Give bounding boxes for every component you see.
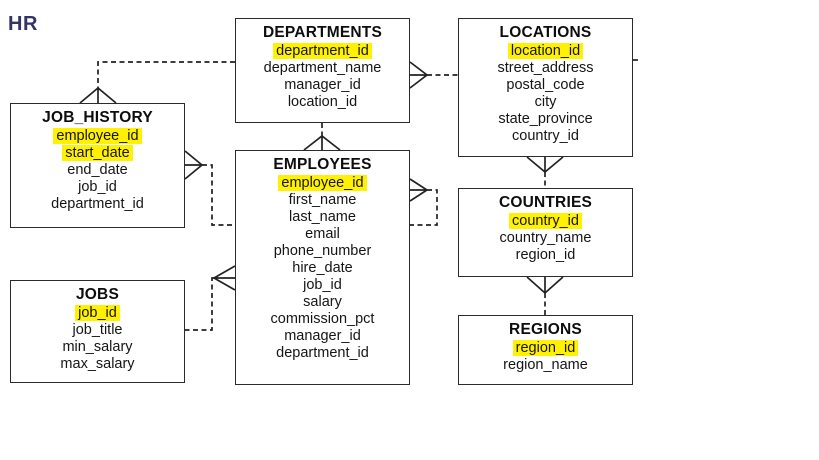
column-employee_id: employee_id <box>236 175 409 192</box>
rel-locations-departments <box>409 61 458 89</box>
column-max_salary: max_salary <box>60 356 135 372</box>
column-end_date: end_date <box>67 162 128 178</box>
rel-employees-job-history <box>184 150 235 226</box>
column-first_name: first_name <box>288 192 357 208</box>
rel-departments-employees <box>303 123 341 151</box>
highlighted-key-column: employee_id <box>53 128 142 144</box>
column-location_id: location_id <box>287 94 358 110</box>
rel-employees-manager-self <box>409 178 438 226</box>
crow-foot-icon <box>184 150 204 180</box>
column-employee_id: employee_id <box>11 128 184 145</box>
highlighted-key-column: job_id <box>75 305 120 321</box>
crow-foot-icon <box>409 61 429 89</box>
column-manager_id: manager_id <box>284 77 361 93</box>
column-manager_id: manager_id <box>284 328 361 344</box>
table-title-employees: EMPLOYEES <box>273 156 372 173</box>
highlighted-key-column: location_id <box>507 43 584 59</box>
rel-countries-locations <box>526 156 564 188</box>
highlighted-key-column: country_id <box>509 213 582 229</box>
rel-jobs-employees <box>185 265 236 331</box>
crow-foot-icon <box>212 265 236 291</box>
column-department_id: department_id <box>276 345 369 361</box>
column-department_id: department_id <box>51 196 144 212</box>
table-title-departments: DEPARTMENTS <box>262 24 383 41</box>
column-department_id: department_id <box>236 43 409 60</box>
column-state_province: state_province <box>498 111 593 127</box>
column-job_id: job_id <box>78 179 117 195</box>
highlighted-key-column: department_id <box>273 43 372 59</box>
highlighted-key-column: employee_id <box>278 175 367 191</box>
table-title-regions: REGIONS <box>509 321 582 338</box>
column-job_title: job_title <box>72 322 123 338</box>
column-min_salary: min_salary <box>62 339 133 355</box>
rel-regions-countries <box>526 276 564 315</box>
column-job_id: job_id <box>11 305 184 322</box>
crow-foot-icon <box>409 178 429 202</box>
highlighted-key-column: region_id <box>512 340 579 356</box>
column-phone_number: phone_number <box>273 243 372 259</box>
crow-foot-icon <box>526 276 564 295</box>
column-country_name: country_name <box>499 230 592 246</box>
column-hire_date: hire_date <box>292 260 353 276</box>
column-start_date: start_date <box>11 145 184 162</box>
table-title-locations: LOCATIONS <box>499 24 592 41</box>
column-country_id: country_id <box>459 213 632 230</box>
schema-label: HR <box>8 13 38 35</box>
column-commission_pct: commission_pct <box>270 311 375 327</box>
table-title-jobs: JOBS <box>75 286 119 303</box>
column-postal_code: postal_code <box>506 77 585 93</box>
column-region_name: region_name <box>503 357 588 373</box>
rel-departments-job-history <box>79 61 235 104</box>
column-location_id: location_id <box>459 43 632 60</box>
crow-foot-icon <box>526 156 564 174</box>
crow-foot-icon <box>303 134 341 151</box>
column-last_name: last_name <box>289 209 356 225</box>
column-email: email <box>305 226 340 242</box>
highlighted-key-column: start_date <box>62 145 133 161</box>
crow-foot-icon <box>79 86 117 104</box>
column-salary: salary <box>303 294 342 310</box>
table-title-countries: COUNTRIES <box>498 194 593 211</box>
column-country_id: country_id <box>512 128 579 144</box>
column-region_id: region_id <box>459 340 632 357</box>
column-city: city <box>534 94 557 110</box>
column-department_name: department_name <box>263 60 382 76</box>
table-title-job_history: JOB_HISTORY <box>42 109 153 126</box>
column-street_address: street_address <box>497 60 594 76</box>
column-job_id: job_id <box>303 277 342 293</box>
column-region_id: region_id <box>515 247 576 263</box>
